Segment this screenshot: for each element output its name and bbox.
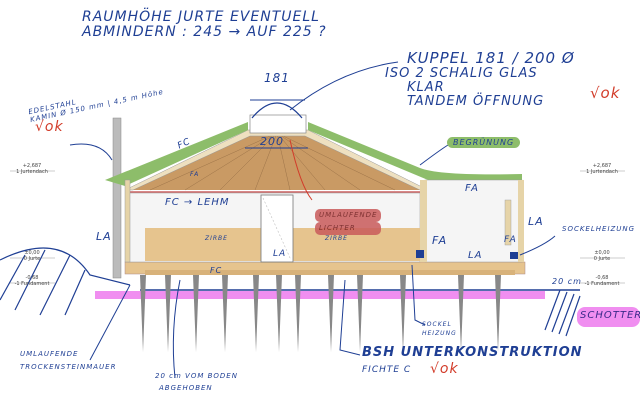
level-value: ±0,00 bbox=[24, 250, 40, 256]
level-name: 0 Jurte bbox=[23, 256, 41, 262]
lights-line-1: UMLAUFENDE bbox=[315, 209, 382, 222]
greening-text: BEGRÜNUNG bbox=[447, 137, 521, 148]
level-name: 0 Jurte bbox=[593, 256, 611, 262]
chimney-check: √ok bbox=[35, 119, 64, 135]
wall-label-zirbe-2: ZIRBE bbox=[325, 235, 348, 242]
title-line-2: ABMINDERN : 245 → AUF 225 ? bbox=[82, 24, 327, 41]
wall-label-fc-floor: FC bbox=[210, 266, 223, 275]
left-wall-post bbox=[124, 179, 131, 263]
dome-line-4: TANDEM ÖFFNUNG bbox=[407, 94, 545, 110]
dome-inner-dimension: 200 bbox=[260, 135, 284, 148]
dome-line-1: KUPPEL 181 / 200 Ø bbox=[407, 49, 575, 67]
piles bbox=[140, 275, 501, 352]
stone-wall-line-1: UMLAUFENDE bbox=[20, 350, 79, 358]
lights-line-2: LICHTER bbox=[315, 222, 382, 235]
level-foundation-left: -0,68-1 Fundament bbox=[12, 275, 52, 287]
level-value: +2,687 bbox=[592, 163, 612, 169]
level-value: -0,68 bbox=[25, 275, 39, 281]
stone-wall-note: UMLAUFENDE TROCKENSTEINMAUER bbox=[20, 348, 116, 374]
wall-label-fa-ceiling: FA bbox=[190, 171, 200, 178]
heating-label: SOCKELHEIZUNG bbox=[562, 225, 636, 233]
wall-label-la-left: LA bbox=[96, 230, 112, 243]
ground-highlight bbox=[95, 291, 545, 299]
level-name: -1 Fundament bbox=[584, 281, 620, 287]
wall-label-fa-annex-2: FA bbox=[504, 235, 517, 245]
leader-stone-wall bbox=[89, 284, 131, 361]
level-value: -0,68 bbox=[595, 275, 609, 281]
annex-right-post bbox=[518, 180, 524, 262]
heater-2 bbox=[510, 252, 518, 259]
leader-floor bbox=[172, 279, 181, 379]
level-name: 1 Jurtendach bbox=[16, 169, 48, 175]
title-line-1: RAUMHÖHE JURTE EVENTUELL bbox=[82, 9, 320, 25]
structure-note: BSH UNTERKONSTRUKTION bbox=[362, 345, 583, 360]
structure-check: √ok bbox=[430, 361, 459, 377]
dome-line-2: ISO 2 SCHALIG GLAS bbox=[385, 65, 538, 81]
leader-dome bbox=[289, 61, 399, 111]
level-value: ±0,00 bbox=[594, 250, 610, 256]
greening-label: BEGRÜNUNG bbox=[447, 137, 521, 148]
wall-label-la-door: LA bbox=[273, 249, 287, 259]
skylight-dome bbox=[249, 114, 307, 134]
stone-wall-sketch bbox=[0, 247, 131, 286]
level-name: 1 Jurtendach bbox=[586, 169, 618, 175]
heating-label-2: SOCKEL HEIZUNG bbox=[422, 320, 457, 338]
leader-greening bbox=[419, 144, 449, 166]
level-foundation-right: -0,68-1 Fundament bbox=[582, 275, 622, 287]
wall-label-fc-lehm: FC → LEHM bbox=[165, 197, 230, 208]
stone-wall-line-2: TROCKENSTEINMAUER bbox=[20, 363, 117, 371]
heater-1 bbox=[416, 250, 424, 258]
green-roof-left bbox=[105, 122, 248, 186]
dome-check: √ok bbox=[590, 84, 621, 102]
gravel-hatch bbox=[544, 289, 581, 337]
dome-width-dimension: 181 bbox=[264, 71, 290, 85]
wall-label-zirbe-1: ZIRBE bbox=[205, 235, 228, 242]
gravel-label: SCHOTTER bbox=[580, 310, 640, 321]
heating-line-2: HEIZUNG bbox=[422, 330, 457, 337]
leader-heating-2 bbox=[411, 264, 426, 326]
dome-line-3: KLAR bbox=[407, 79, 445, 95]
level-value: +2,687 bbox=[22, 163, 42, 169]
floor-line-1: 20 cm VOM BODEN bbox=[155, 372, 238, 380]
leader-heating bbox=[519, 235, 556, 256]
floor-beam bbox=[145, 270, 515, 275]
annex-post bbox=[420, 180, 427, 262]
structure-material: FICHTE C bbox=[362, 365, 412, 375]
annex-window bbox=[504, 199, 512, 246]
wall-label-fa-annex-top: FA bbox=[465, 183, 480, 194]
wall-label-fa-annex-1: FA bbox=[432, 234, 448, 247]
gravel-highlight bbox=[577, 307, 640, 327]
chimney bbox=[112, 117, 122, 279]
gravel-depth-dimension: 20 cm bbox=[552, 277, 582, 286]
floor-note: 20 cm VOM BODEN ABGEHOBEN bbox=[155, 370, 238, 394]
leader-chimney bbox=[69, 143, 113, 161]
roof-ceiling-wood bbox=[130, 133, 420, 190]
leader-structure bbox=[339, 279, 361, 356]
heating-line-1: SOCKEL bbox=[422, 321, 452, 328]
dome-sketch bbox=[251, 102, 303, 119]
level-name: -1 Fundament bbox=[14, 281, 50, 287]
wall-label-la-annex: LA bbox=[468, 250, 483, 261]
green-roof-right bbox=[308, 122, 522, 180]
wall-label-la-right: LA bbox=[528, 215, 544, 228]
floor-line-2: ABGEHOBEN bbox=[159, 384, 213, 392]
leader-lights bbox=[289, 139, 313, 201]
